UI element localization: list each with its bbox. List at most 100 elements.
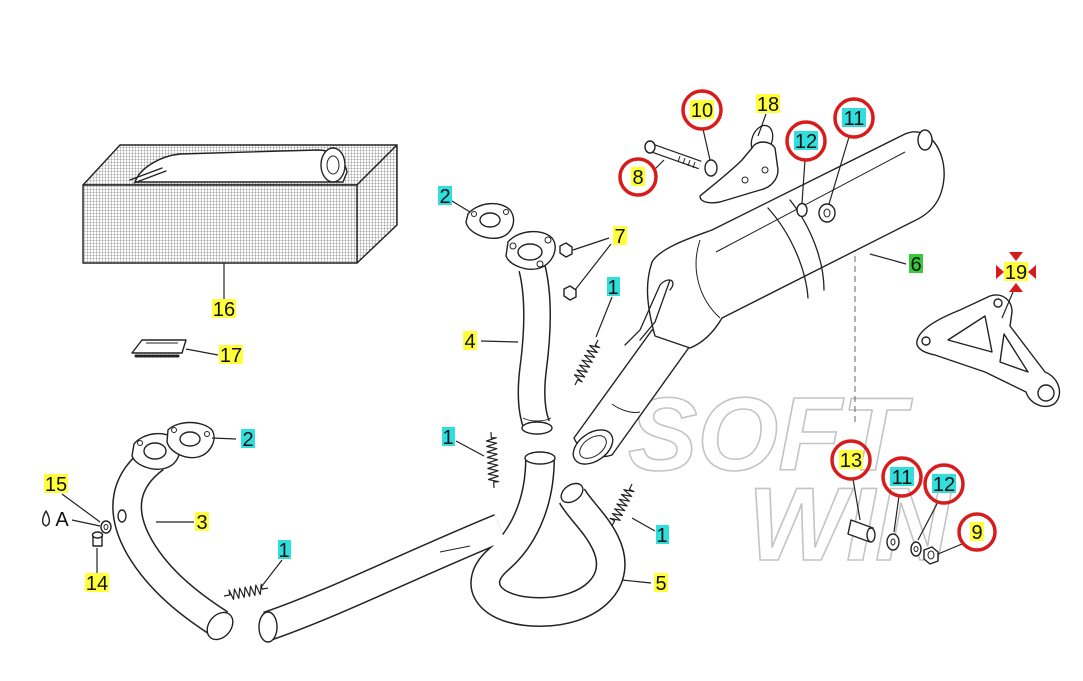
callout-number: 12 [933, 474, 955, 496]
callout-16: 16 [212, 299, 236, 321]
callout-highlight [442, 427, 455, 446]
part-14-bolt [91, 531, 104, 547]
part-2-gasket-top [465, 203, 515, 239]
callout-14: 14 [85, 573, 109, 595]
leader-line [211, 437, 237, 440]
callout-15: 15 [44, 474, 68, 496]
note-symbol-text: A [55, 509, 69, 531]
callout-highlight [607, 277, 620, 296]
callout-1-d: 1 [278, 540, 291, 562]
leader-line [869, 253, 907, 265]
callout-number: 1 [442, 427, 453, 449]
callout-highlight [278, 540, 291, 559]
leader-line [801, 159, 806, 204]
part-11-nut [818, 203, 836, 223]
leader-line [455, 440, 485, 457]
callout-3: 3 [195, 512, 209, 534]
part-19-hanger-bracket [916, 294, 1061, 408]
leader-line [71, 519, 101, 527]
part-17-accessory [131, 339, 187, 358]
muffler-outlet-opening [572, 429, 614, 465]
callout-18: 18 [756, 94, 780, 116]
callout-1-b: 1 [442, 427, 455, 449]
lubricant-note: A [41, 509, 69, 531]
callout-highlight [756, 94, 780, 113]
callout-8: 8 [618, 157, 658, 197]
callout-ring [830, 439, 872, 481]
pipe-3-ring [117, 509, 127, 523]
callout-highlight [654, 573, 668, 592]
callout-17: 17 [219, 345, 243, 367]
callout-highlight [932, 474, 956, 493]
part-8-bolt [644, 140, 702, 170]
callout-highlight [839, 450, 863, 469]
callout-number: 11 [844, 108, 865, 130]
callout-number: 2 [242, 429, 253, 451]
callout-number: 18 [757, 94, 779, 116]
part-1-springs [223, 339, 635, 600]
callout-1-c: 1 [656, 525, 669, 547]
leader-line [852, 478, 861, 521]
callout-1-a: 1 [607, 277, 620, 299]
callout-highlight [219, 345, 243, 364]
part-9-nut [923, 546, 939, 565]
callout-highlight [241, 429, 255, 448]
callout-5: 5 [654, 573, 668, 595]
callout-highlight [909, 254, 923, 273]
callout-highlight [44, 474, 68, 493]
callout-number: 8 [632, 167, 643, 189]
callout-12-bottom: 12 [923, 463, 965, 505]
muffler-tip [917, 129, 933, 151]
callout-4: 4 [463, 331, 477, 353]
callout-number: 1 [656, 525, 667, 547]
leader-line [572, 237, 612, 291]
part-4-pipe [505, 231, 556, 435]
part-5-header-pipe [258, 451, 626, 643]
callout-highlight [890, 467, 914, 486]
watermark-line1: SOFT [628, 377, 913, 493]
callout-highlight [463, 331, 477, 350]
part-13-spacer [847, 519, 876, 543]
callout-number: 10 [691, 100, 713, 122]
leader-line [621, 579, 652, 584]
callout-10: 10 [681, 89, 723, 131]
spring [609, 483, 635, 527]
callout-ring [681, 89, 723, 131]
part-11-washer [886, 533, 900, 551]
leader-line [937, 543, 963, 555]
spring [485, 431, 500, 489]
part-10-washer [704, 159, 718, 177]
callout-number: 9 [971, 522, 982, 544]
callout-highlight [842, 108, 866, 127]
callouts: 10 18 12 11 8 2 7 [44, 89, 1036, 595]
part-6-muffler [572, 129, 945, 465]
callout-12-top: 12 [785, 120, 827, 162]
leader-line [480, 340, 519, 343]
callout-number: 11 [892, 467, 913, 489]
callout-number: 3 [196, 512, 207, 534]
muffler-strap [767, 199, 825, 299]
callout-2-top: 2 [438, 186, 452, 208]
callout-highlight [438, 186, 452, 205]
part-12-washer-lower [910, 541, 922, 557]
callout-ring [785, 120, 827, 162]
callout-number: 17 [220, 345, 242, 367]
part-12-washer [796, 202, 808, 218]
callout-number: 6 [910, 254, 921, 276]
callout-highlight [1004, 262, 1028, 281]
callout-highlight [85, 573, 109, 592]
callout-highlight [656, 525, 669, 544]
callout-number: 14 [86, 573, 108, 595]
leader-line [1001, 291, 1014, 319]
part-16-boxed-kit [82, 144, 398, 264]
part-7-nuts [559, 242, 577, 301]
boxed-muffler [134, 149, 348, 183]
callout-13: 13 [830, 439, 872, 481]
callout-number: 16 [213, 299, 235, 321]
callout-highlight [970, 522, 984, 541]
leader-line [893, 495, 900, 533]
callout-number: 7 [614, 226, 625, 248]
move-arrows-icon [996, 252, 1036, 292]
callout-19: 19 [996, 252, 1036, 292]
